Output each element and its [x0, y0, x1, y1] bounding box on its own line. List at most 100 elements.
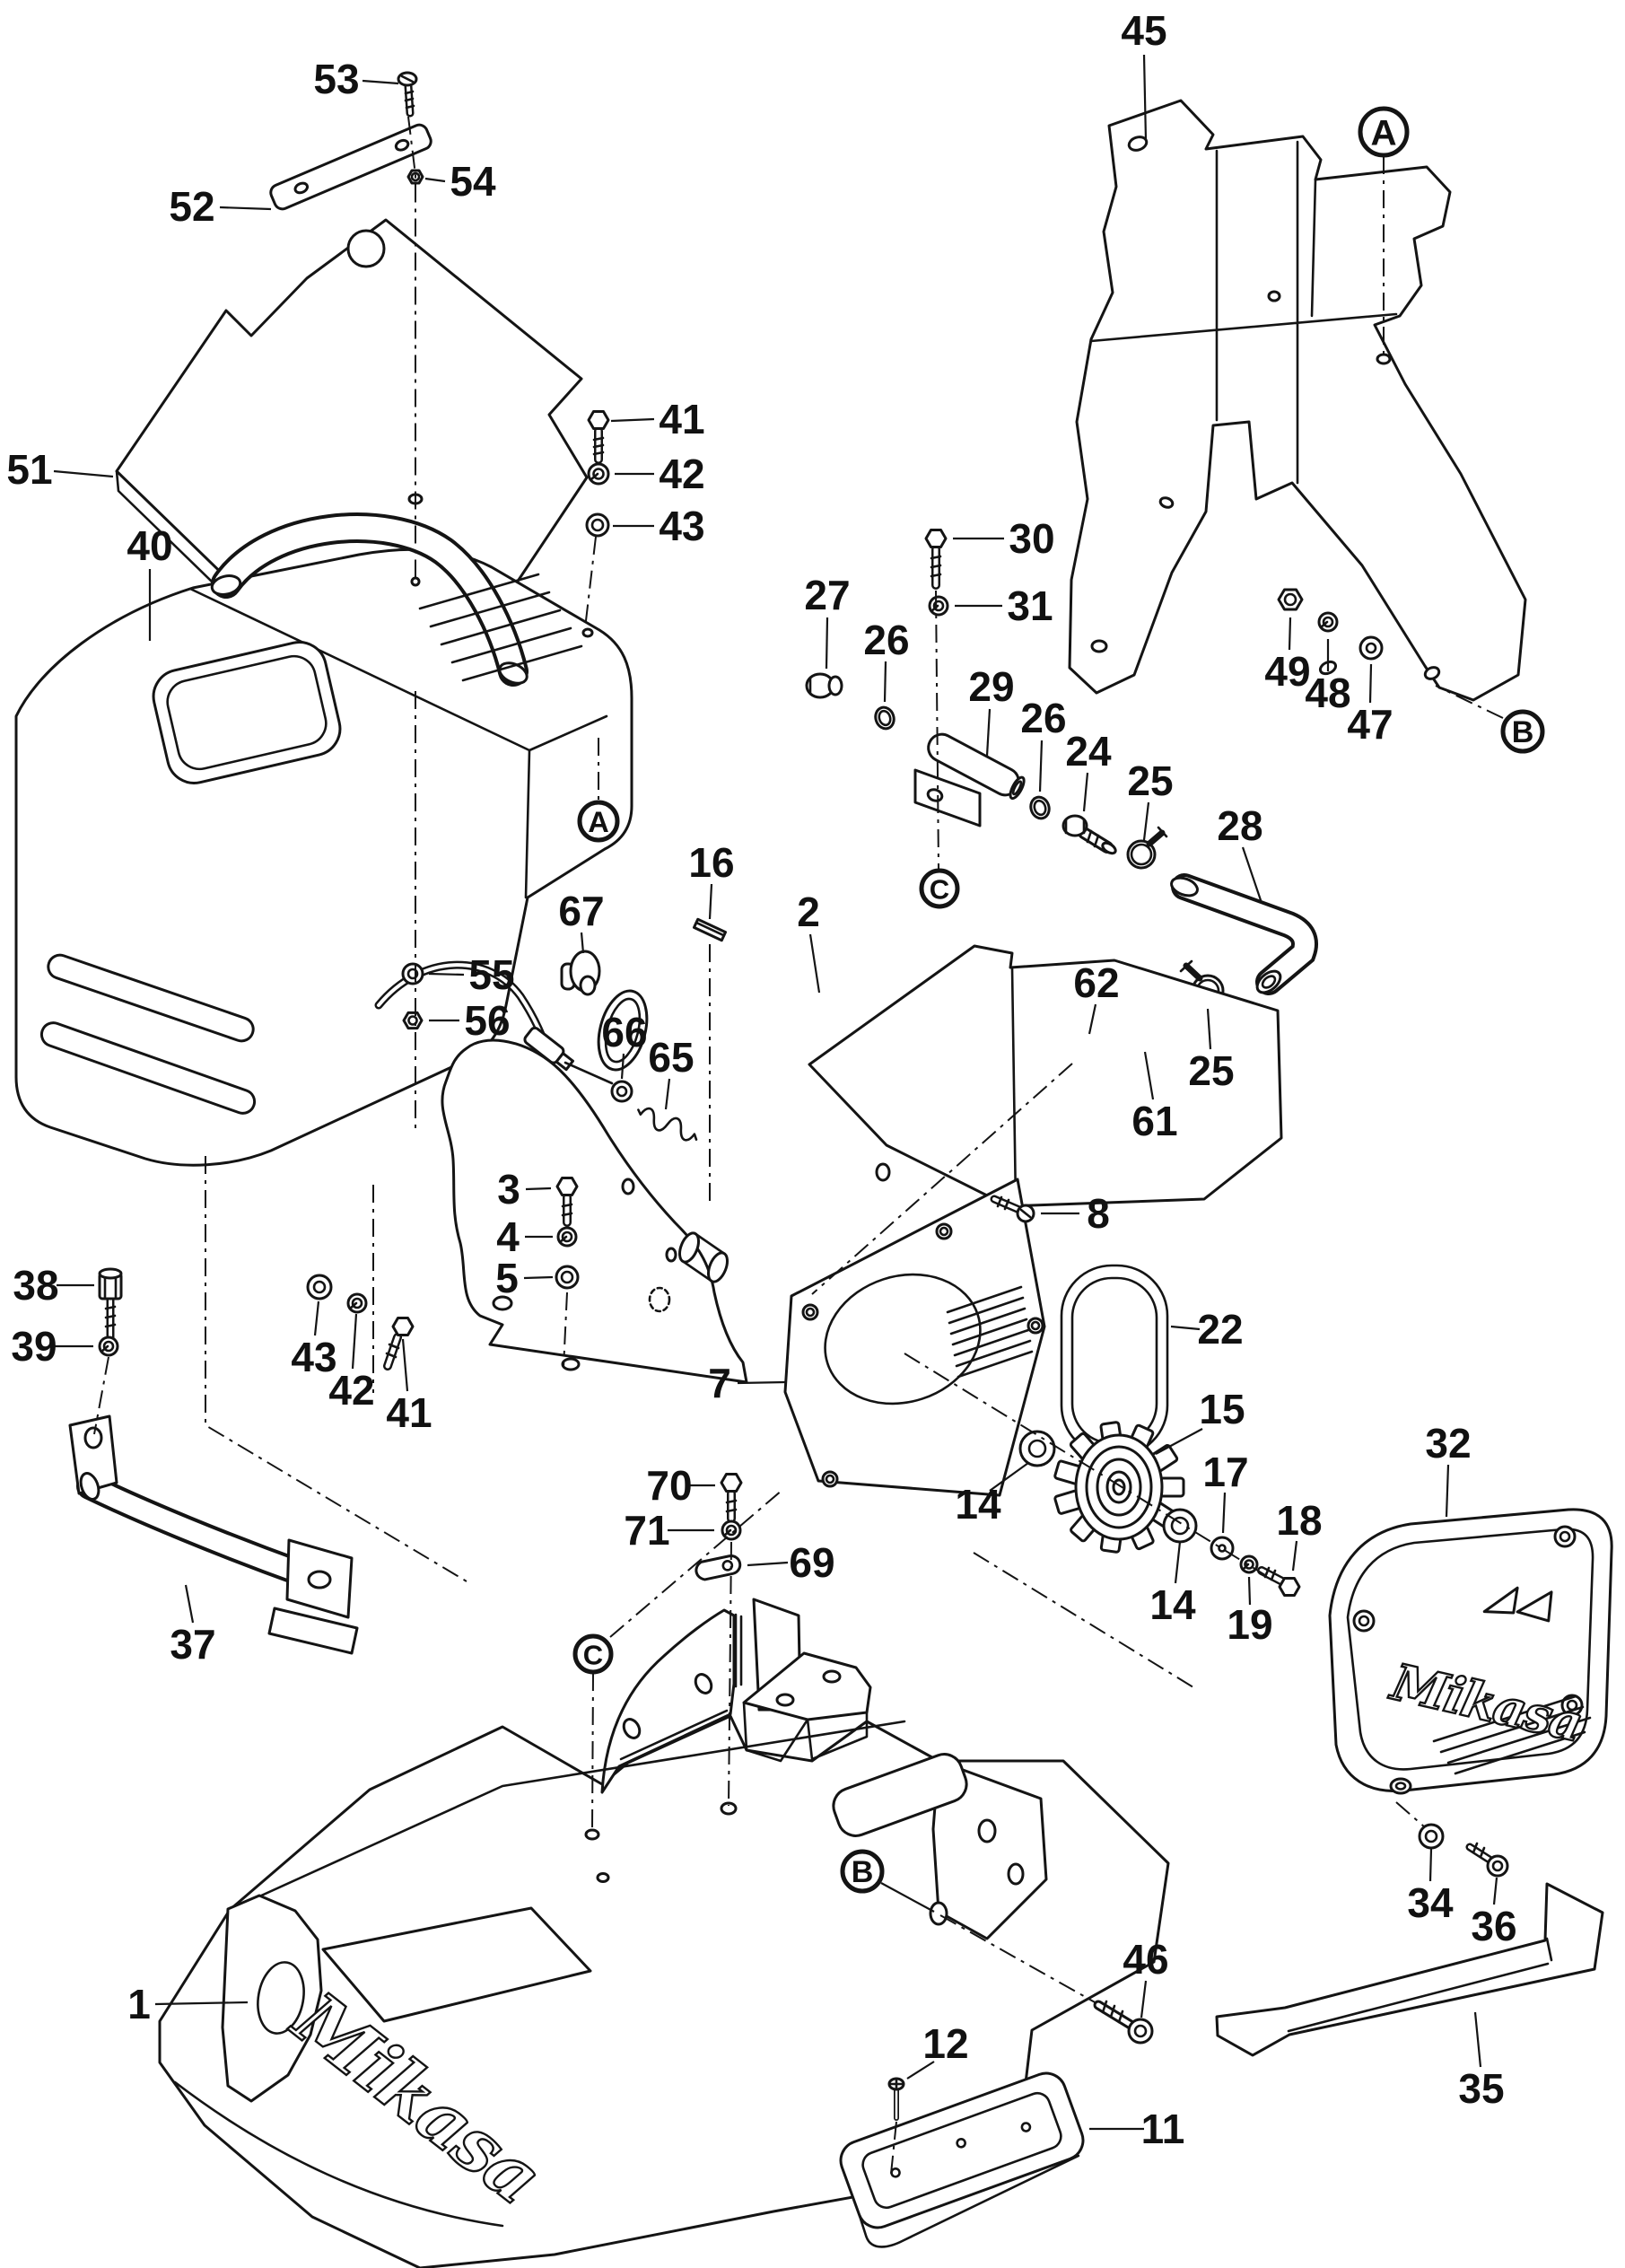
part-label-39: 39 [11, 1323, 57, 1370]
part-label-55: 55 [468, 951, 514, 998]
part-label-48: 48 [1305, 670, 1350, 716]
part-5-washer [555, 1265, 580, 1290]
svg-text:C: C [583, 1640, 603, 1671]
part-label-25: 25 [1188, 1047, 1234, 1094]
svg-text:A: A [588, 806, 609, 838]
leader-line-46 [1140, 1980, 1148, 2018]
part-66-washer [610, 1080, 633, 1103]
part-label-12: 12 [922, 2020, 968, 2067]
part-36-screw [1465, 1842, 1509, 1878]
leader-line-17 [1221, 1492, 1227, 1534]
part-label-24: 24 [1065, 728, 1112, 775]
part-18-bolt [1257, 1566, 1301, 1597]
part-label-28: 28 [1217, 802, 1262, 849]
part-label-1: 1 [127, 1981, 151, 2027]
part-label-38: 38 [13, 1262, 58, 1309]
leader-line-24 [1082, 772, 1089, 812]
leader-line-7 [737, 1380, 787, 1385]
assembly-centerlines [93, 116, 1504, 2175]
part-12-screw [887, 2077, 905, 2121]
svg-text:C: C [930, 874, 949, 906]
leader-line-43 [313, 1300, 320, 1336]
part-label-34: 34 [1407, 1879, 1454, 1926]
part-14-washer [1162, 1508, 1198, 1544]
part-label-19: 19 [1227, 1601, 1272, 1648]
part-label-2: 2 [797, 889, 820, 935]
part-32-belt-cover [1328, 1508, 1613, 1795]
part-8-screw [990, 1195, 1035, 1223]
leader-line-65 [664, 1078, 671, 1110]
ref-marker-B: B [1500, 709, 1545, 754]
part-2-plate [808, 944, 1283, 1208]
part-label-27: 27 [804, 572, 850, 618]
part-label-35: 35 [1458, 2065, 1504, 2112]
part-label-42: 42 [328, 1367, 374, 1414]
leader-line-61 [1143, 1051, 1155, 1100]
part-label-67: 67 [558, 888, 604, 934]
part-24-fitting [1061, 814, 1117, 855]
part-label-7: 7 [708, 1360, 731, 1406]
part-label-32: 32 [1425, 1420, 1471, 1467]
part-label-43: 43 [659, 503, 704, 549]
part-39-spring-washer [98, 1335, 119, 1357]
part-label-26: 26 [1020, 695, 1066, 741]
leader-line-69 [747, 1561, 789, 1567]
ref-marker-B: B [840, 1849, 885, 1894]
part-65-spring [637, 1107, 698, 1142]
part-label-52: 52 [169, 183, 214, 230]
leader-line-28 [1241, 846, 1263, 904]
part-43-washer [306, 1274, 333, 1300]
leader-line-41 [401, 1338, 409, 1392]
part-7-plate [783, 1178, 1046, 1497]
part-label-54: 54 [450, 158, 496, 205]
part-label-65: 65 [648, 1034, 694, 1081]
engine-block [441, 1038, 748, 1384]
part-28-hose [1170, 873, 1318, 995]
part-30-bolt [924, 529, 948, 590]
leader-line-32 [1445, 1464, 1450, 1518]
leader-line-26 [883, 661, 887, 703]
part-label-14: 14 [955, 1481, 1001, 1528]
leader-line-29 [985, 708, 992, 757]
part-71-spring-washer [721, 1519, 742, 1541]
leader-line-66 [620, 1053, 625, 1080]
leader-line-22 [1170, 1325, 1201, 1331]
part-52-strip [269, 123, 432, 211]
leader-line-37 [184, 1584, 195, 1624]
mikasa-butterfly-icon [1482, 1586, 1553, 1623]
part-3-bolt [555, 1177, 579, 1227]
part-label-14: 14 [1149, 1581, 1196, 1628]
part-16-key [692, 917, 728, 942]
leader-line-16 [708, 883, 713, 920]
part-label-3: 3 [497, 1166, 520, 1213]
part-label-22: 22 [1197, 1306, 1243, 1353]
part-55-washer [401, 962, 424, 985]
leader-line-53 [362, 79, 399, 85]
part-label-49: 49 [1264, 648, 1310, 695]
part-label-47: 47 [1347, 701, 1393, 748]
part-41-bolt [383, 1317, 415, 1370]
leader-line-14 [989, 1462, 1029, 1492]
part-label-11: 11 [1141, 2106, 1185, 2152]
part-46-screw [1093, 2000, 1154, 2045]
leader-line-2 [808, 933, 821, 994]
leader-line-42 [351, 1313, 358, 1370]
part-67-clamp [560, 950, 601, 996]
part-label-56: 56 [464, 997, 510, 1044]
part-70-bolt [720, 1473, 743, 1523]
part-41-bolt [587, 410, 610, 464]
part-19-spring-washer [1239, 1554, 1259, 1574]
part-label-69: 69 [789, 1539, 834, 1586]
part-label-36: 36 [1471, 1903, 1516, 1949]
parts-artwork [14, 71, 1613, 2268]
ref-marker-A: A [577, 800, 620, 843]
part-label-45: 45 [1121, 7, 1166, 54]
part-label-15: 15 [1199, 1386, 1245, 1432]
part-29-pipe-bracket [913, 732, 1026, 828]
leader-line-35 [1473, 2011, 1482, 2068]
leader-line-49 [1288, 617, 1292, 651]
part-label-71: 71 [624, 1507, 669, 1554]
part-label-41: 41 [386, 1389, 432, 1436]
leader-line-14 [1174, 1541, 1182, 1584]
